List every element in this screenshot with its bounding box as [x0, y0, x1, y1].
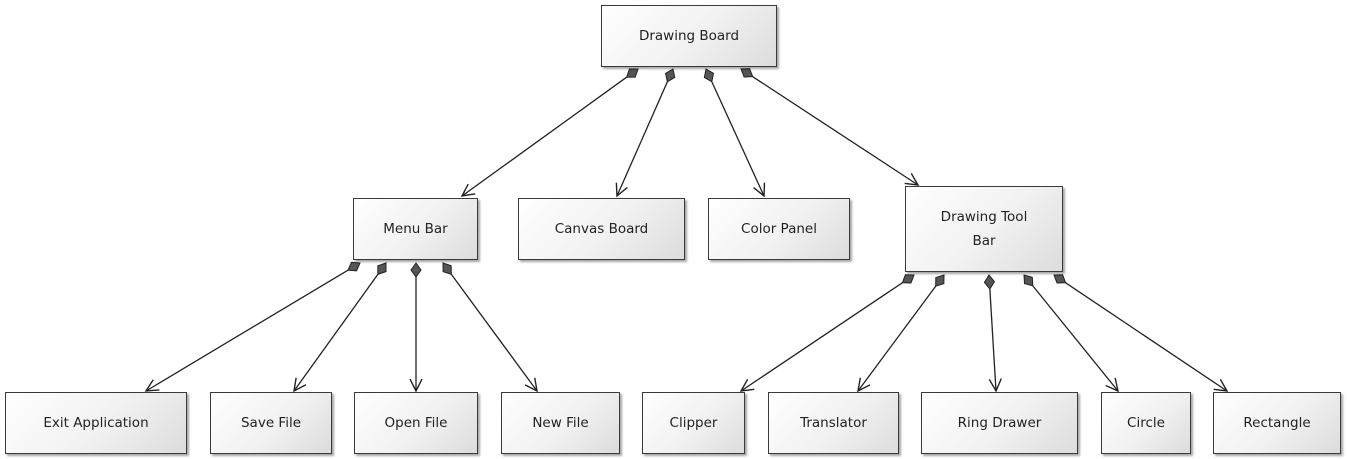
node-drawing-tool-bar[interactable]: Drawing Tool Bar: [905, 186, 1063, 272]
node-rectangle[interactable]: Rectangle: [1213, 392, 1341, 454]
arrowhead: [409, 378, 423, 393]
node-color-panel[interactable]: Color Panel: [708, 198, 850, 260]
arrowhead: [857, 377, 871, 393]
node-translator[interactable]: Translator: [768, 392, 899, 454]
composition-diamond: [1023, 274, 1034, 287]
edge-menu-bar-to-open-file: [409, 262, 423, 393]
connector-line: [1032, 285, 1119, 392]
edge-drawing-tool-bar-to-circle: [1023, 274, 1119, 393]
composition-diamond: [442, 262, 452, 275]
edge-menu-bar-to-new-file: [442, 262, 538, 393]
edge-drawing-board-to-drawing-tool-bar: [740, 68, 920, 186]
connector-line: [740, 282, 903, 392]
node-drawing-board[interactable]: Drawing Board: [601, 5, 777, 67]
arrowhead: [144, 379, 160, 392]
node-exit-application[interactable]: Exit Application: [5, 392, 187, 454]
composition-diamond: [935, 274, 945, 287]
node-clipper[interactable]: Clipper: [642, 392, 745, 454]
connector-line: [857, 285, 937, 392]
composition-diamond: [901, 274, 915, 284]
arrowhead: [988, 378, 1002, 393]
node-save-file[interactable]: Save File: [210, 392, 332, 454]
arrowhead: [615, 182, 628, 198]
edge-drawing-tool-bar-to-ring-drawer: [983, 274, 1002, 393]
connector-line: [450, 273, 538, 392]
connector-line: [145, 269, 349, 392]
arrowhead: [904, 173, 920, 186]
composition-diamond: [347, 261, 361, 272]
node-canvas-board[interactable]: Canvas Board: [518, 198, 685, 260]
composition-diamond: [625, 68, 639, 78]
arrowhead: [1105, 377, 1119, 393]
arrowhead: [293, 377, 307, 393]
composition-diamond: [665, 68, 676, 83]
connector-line: [461, 76, 628, 197]
arrowhead: [739, 378, 755, 392]
arrowhead: [1213, 378, 1229, 392]
composition-diamond: [703, 68, 715, 83]
composition-diamond: [740, 68, 754, 78]
connector-line: [616, 81, 668, 197]
node-new-file[interactable]: New File: [501, 392, 620, 454]
connector-line: [989, 288, 997, 392]
node-open-file[interactable]: Open File: [354, 392, 478, 454]
edge-drawing-board-to-color-panel: [703, 68, 766, 198]
composition-diamond: [1053, 274, 1067, 284]
edge-menu-bar-to-exit-application: [144, 261, 361, 392]
composition-diamond: [410, 262, 422, 278]
connector-line: [752, 76, 919, 186]
arrowhead: [753, 182, 766, 198]
connector-line: [1065, 282, 1228, 392]
composition-diamond: [377, 262, 387, 276]
arrowhead: [460, 183, 476, 197]
node-menu-bar[interactable]: Menu Bar: [353, 198, 478, 260]
edge-drawing-tool-bar-to-clipper: [739, 274, 915, 392]
edge-drawing-board-to-canvas-board: [615, 68, 676, 198]
composition-diamond: [983, 274, 996, 290]
node-ring-drawer[interactable]: Ring Drawer: [921, 392, 1078, 454]
edge-menu-bar-to-save-file: [293, 262, 387, 393]
connector-line: [293, 273, 379, 392]
edge-drawing-tool-bar-to-translator: [857, 274, 945, 393]
connector-line: [711, 81, 765, 197]
edge-drawing-tool-bar-to-rectangle: [1053, 274, 1229, 392]
node-circle[interactable]: Circle: [1101, 392, 1191, 454]
arrowhead: [524, 377, 538, 393]
edge-drawing-board-to-menu-bar: [460, 68, 639, 197]
